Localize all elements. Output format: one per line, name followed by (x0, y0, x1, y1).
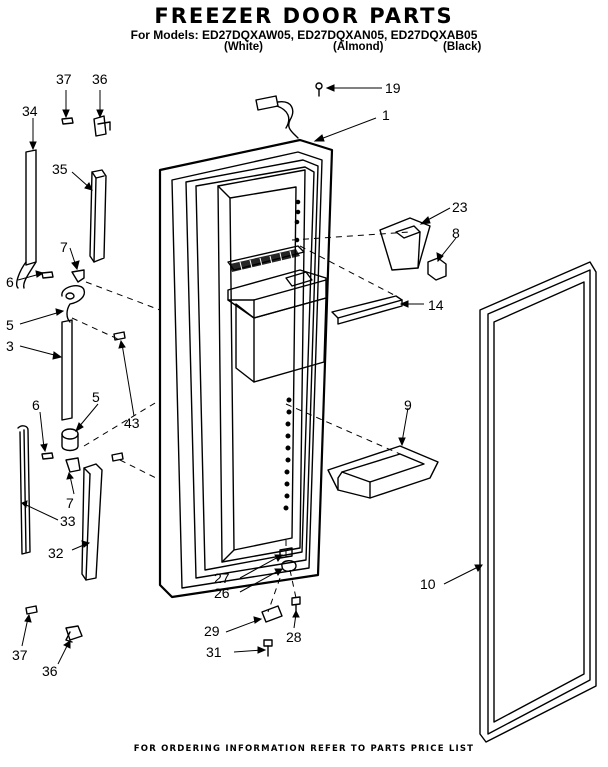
hinge-parts-upper (16, 115, 126, 421)
callout-26: 26 (214, 585, 230, 601)
liner-pegs (283, 199, 301, 511)
callout-43: 43 (124, 415, 140, 431)
callout-37-bottom: 37 (12, 647, 28, 663)
callout-28: 28 (286, 629, 302, 645)
callout-19: 19 (385, 80, 401, 96)
callout-14: 14 (428, 297, 444, 313)
callout-3: 3 (6, 338, 14, 354)
callout-numbers: 37 36 19 1 34 35 23 8 7 6 5 14 3 43 9 6 … (6, 71, 468, 679)
callout-36-top: 36 (92, 71, 108, 87)
hinge-parts-lower (17, 425, 124, 643)
assembly-lines (71, 231, 411, 613)
leader-lines (17, 84, 483, 665)
finish-label-black: (Black) (443, 41, 482, 53)
callout-23: 23 (452, 199, 468, 215)
callout-37-top: 37 (56, 71, 72, 87)
callout-29: 29 (204, 623, 220, 639)
callout-32: 32 (48, 545, 64, 561)
callout-36-bottom: 36 (42, 663, 58, 679)
callout-6-upper: 6 (6, 274, 14, 290)
callout-7-upper: 7 (60, 239, 68, 255)
callout-10: 10 (420, 576, 436, 592)
finish-label-almond: (Almond) (333, 41, 384, 53)
accessory-parts (261, 217, 597, 743)
callout-9: 9 (404, 397, 412, 413)
callout-5-lower: 5 (92, 389, 100, 405)
callout-27: 27 (214, 570, 230, 586)
door-assembly (158, 82, 334, 599)
callout-33: 33 (60, 513, 76, 529)
callout-1: 1 (382, 107, 390, 123)
model-numbers: For Models: ED27DQXAW05, ED27DQXAN05, ED… (130, 28, 478, 42)
ordering-info-note: FOR ORDERING INFORMATION REFER TO PARTS … (133, 744, 475, 754)
callout-6-lower: 6 (32, 397, 40, 413)
callout-31: 31 (206, 644, 222, 660)
callout-8: 8 (452, 225, 460, 241)
callout-5-upper: 5 (6, 317, 14, 333)
callout-35: 35 (52, 161, 68, 177)
finish-label-white: (White) (224, 41, 263, 53)
diagram-title: FREEZER DOOR PARTS (154, 4, 454, 28)
callout-34: 34 (22, 103, 38, 119)
callout-7-lower: 7 (66, 495, 74, 511)
